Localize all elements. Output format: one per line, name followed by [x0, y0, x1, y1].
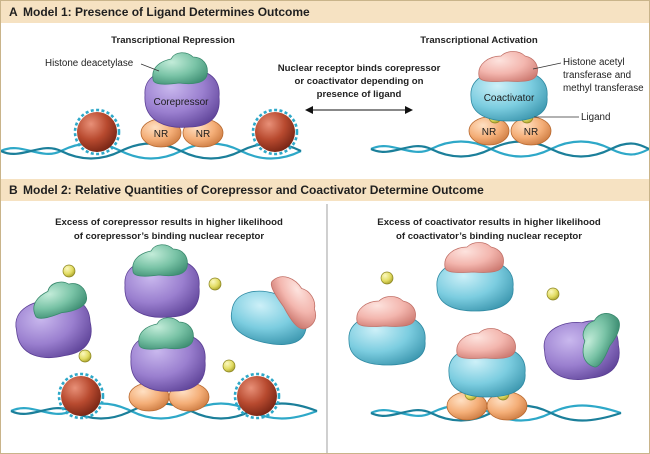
panel-b-right-line-2: of coactivator’s binding nuclear recepto… — [396, 231, 582, 242]
panel-a-title: Model 1: Presence of Ligand Determines O… — [23, 5, 310, 19]
dna-strand-a-right — [370, 140, 649, 158]
nucleosome-right — [251, 108, 299, 156]
coactivator-label: Coactivator — [484, 93, 535, 104]
histone-deacetylase-protein — [152, 52, 208, 85]
panel-b-left-line-2: of corepressor’s binding nuclear recepto… — [74, 231, 265, 242]
nucleosome-b-right — [233, 372, 281, 420]
free-ligand-3 — [78, 349, 92, 363]
nr-label-1: NR — [154, 129, 168, 140]
nucleosome-left — [73, 108, 121, 156]
free-hdac-1 — [132, 244, 188, 277]
hat-label-line-1: Histone acetyl — [563, 57, 625, 68]
free-ligand-5 — [380, 271, 394, 285]
nr-label-4: NR — [524, 127, 538, 138]
nr-label-2: NR — [196, 129, 210, 140]
double-arrow-icon — [305, 106, 413, 114]
free-ligand-6 — [546, 287, 560, 301]
hat-protein — [478, 51, 538, 82]
panel-b-title: Model 2: Relative Quantities of Corepres… — [23, 183, 484, 197]
free-hat-1 — [444, 242, 504, 273]
bound-hdac — [138, 317, 194, 350]
histone-deacetylase-label: Histone deacetylase — [45, 58, 134, 69]
repression-heading: Transcriptional Repression — [111, 35, 235, 46]
hat-leader-line — [532, 62, 562, 70]
free-ligand-1 — [62, 264, 76, 278]
panel-b-letter: B — [9, 183, 18, 197]
panel-a-band — [1, 1, 649, 23]
corepressor-label: Corepressor — [153, 97, 209, 108]
free-ligand-2 — [208, 277, 222, 291]
panel-b-left-line-1: Excess of corepressor results in higher … — [55, 217, 283, 228]
nucleosome-b-left — [57, 372, 105, 420]
ligand-label: Ligand — [581, 112, 610, 123]
panel-a-letter: A — [9, 5, 18, 19]
center-text-line-1: Nuclear receptor binds corepressor — [278, 63, 441, 74]
panel-b-right-line-1: Excess of coactivator results in higher … — [377, 217, 601, 228]
center-text-line-3: presence of ligand — [317, 89, 402, 100]
hat-label-line-3: methyl transferase — [563, 83, 644, 94]
activation-heading: Transcriptional Activation — [420, 35, 538, 46]
hdac-leader-line — [140, 63, 160, 72]
center-text-line-2: or coactivator depending on — [295, 76, 424, 87]
bound-hat — [456, 328, 516, 359]
panel-b-band — [1, 179, 649, 201]
free-hat-2 — [356, 296, 416, 327]
dna-strand-a-left — [1, 142, 302, 160]
free-ligand-4 — [222, 359, 236, 373]
nr-label-3: NR — [482, 127, 496, 138]
hat-label-line-2: transferase and — [563, 70, 631, 81]
